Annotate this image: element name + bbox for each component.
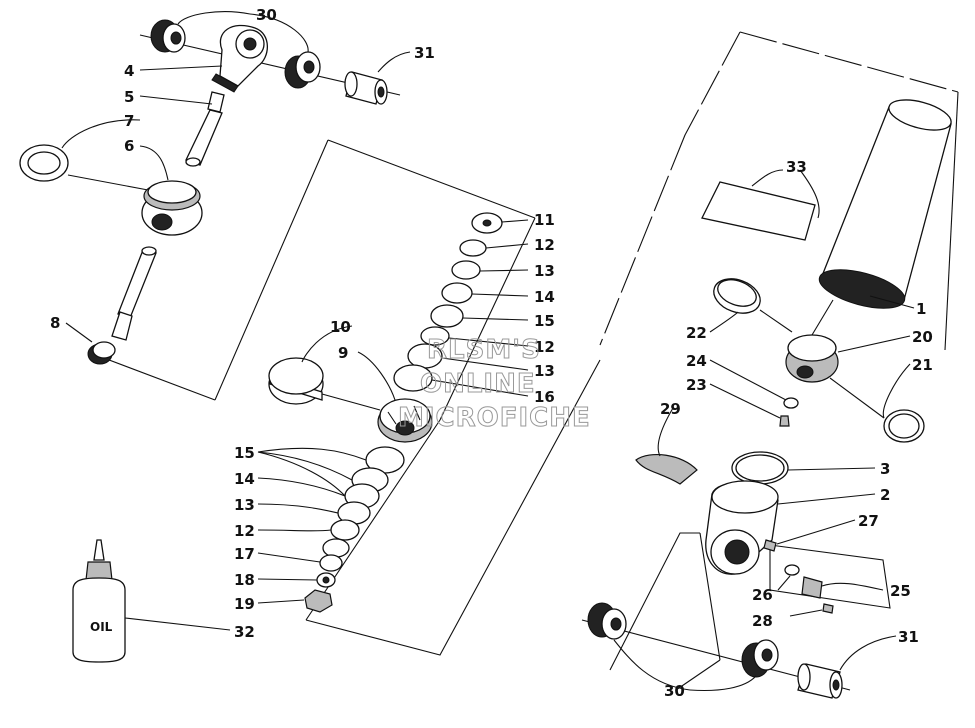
damper-rod-upper — [185, 91, 225, 167]
rod-nut-8 — [87, 341, 116, 365]
bushing-lower-left — [587, 602, 627, 640]
callout-5: 5 — [124, 88, 134, 106]
seal-head-6 — [141, 180, 203, 236]
decal-33 — [701, 181, 816, 241]
callout-30-top: 30 — [256, 6, 277, 24]
callout-13-lower: 13 — [234, 496, 255, 514]
callout-6: 6 — [124, 137, 134, 155]
callout-2: 2 — [880, 486, 890, 504]
washer-24 — [783, 397, 799, 409]
callout-21: 21 — [912, 356, 933, 374]
callout-15-upper: 15 — [534, 312, 555, 330]
callout-12-mid: 12 — [534, 338, 555, 356]
callout-14-lower: 14 — [234, 470, 255, 488]
callout-17: 17 — [234, 545, 255, 563]
callout-7: 7 — [124, 112, 134, 130]
callout-1: 1 — [916, 300, 926, 318]
callout-29: 29 — [660, 400, 681, 418]
callout-20: 20 — [912, 328, 933, 346]
piston-9 — [377, 398, 433, 443]
callout-31-bottom: 31 — [898, 628, 919, 646]
callout-9: 9 — [338, 344, 348, 362]
bumper-29 — [635, 453, 698, 485]
callout-24: 24 — [686, 352, 707, 370]
callout-labels: 30 31 4 5 7 6 8 10 9 11 12 13 14 15 12 1… — [50, 6, 933, 700]
shim-16 — [393, 364, 433, 392]
shock-body-assembly — [581, 99, 952, 699]
piston-shim-stack — [268, 212, 503, 613]
callout-31-top: 31 — [414, 44, 435, 62]
callout-13-mid: 13 — [534, 362, 555, 380]
fitting-27 — [763, 539, 777, 552]
callout-10: 10 — [330, 318, 351, 336]
callout-26: 26 — [752, 586, 773, 604]
callout-25: 25 — [890, 582, 911, 600]
callout-3: 3 — [880, 460, 890, 478]
watermark-line-2: ONLINE — [420, 369, 536, 399]
watermark: RLSM'S ONLINE MICROFICHE — [398, 335, 591, 434]
callout-23: 23 — [686, 376, 707, 394]
callout-30-bottom: 30 — [664, 682, 685, 700]
shim-12c — [330, 519, 360, 541]
screw-28 — [822, 603, 834, 614]
piston-ring-10 — [268, 357, 324, 405]
sleeve-lower — [797, 663, 843, 699]
callout-27: 27 — [858, 512, 879, 530]
leader-lines — [61, 11, 915, 691]
callout-11: 11 — [534, 211, 555, 229]
bushing-lower-right — [741, 639, 779, 678]
callout-12-upper: 12 — [534, 236, 555, 254]
shim-12a — [459, 239, 487, 257]
callout-12-lower: 12 — [234, 522, 255, 540]
callout-14-upper: 14 — [534, 288, 555, 306]
callout-33: 33 — [786, 158, 807, 176]
upper-eye-assembly — [19, 19, 401, 365]
watermark-line-1: RLSM'S — [427, 335, 541, 365]
shim-12b — [420, 326, 450, 346]
retaining-ring-22 — [713, 278, 761, 314]
oil-label: OIL — [90, 620, 113, 634]
bushing-upper-middle — [284, 51, 321, 89]
shock-body-tube-1 — [818, 99, 952, 309]
valve-fitting-25 — [801, 576, 823, 599]
callout-16: 16 — [534, 388, 555, 406]
washer-17 — [319, 554, 343, 572]
callout-22: 22 — [686, 324, 707, 342]
sleeve-upper — [344, 71, 388, 105]
shim-15a — [430, 304, 464, 328]
watermark-line-3: MICROFICHE — [398, 403, 591, 433]
callout-18: 18 — [234, 571, 255, 589]
callout-4: 4 — [124, 62, 134, 80]
callout-19: 19 — [234, 595, 255, 613]
oil-bottle-32: OIL — [72, 539, 126, 663]
damper-rod-lower — [111, 246, 157, 341]
lower-eye-housing-2 — [705, 480, 779, 575]
callout-8: 8 — [50, 314, 60, 332]
valve-core-23 — [779, 415, 790, 427]
callout-32: 32 — [234, 623, 255, 641]
seal-ring-7 — [19, 144, 69, 182]
callout-13-upper: 13 — [534, 262, 555, 280]
end-cap-20 — [785, 334, 839, 383]
callout-15-lower: 15 — [234, 444, 255, 462]
piston-nut-19 — [304, 589, 333, 613]
upper-eye-mount — [211, 24, 269, 93]
washer-26 — [784, 564, 800, 576]
shim-14a — [441, 282, 473, 304]
callout-28: 28 — [752, 612, 773, 630]
o-ring-21 — [883, 409, 925, 443]
bushing-upper-left — [150, 19, 186, 53]
shim-13a — [451, 260, 481, 280]
shim-12d — [322, 538, 350, 558]
